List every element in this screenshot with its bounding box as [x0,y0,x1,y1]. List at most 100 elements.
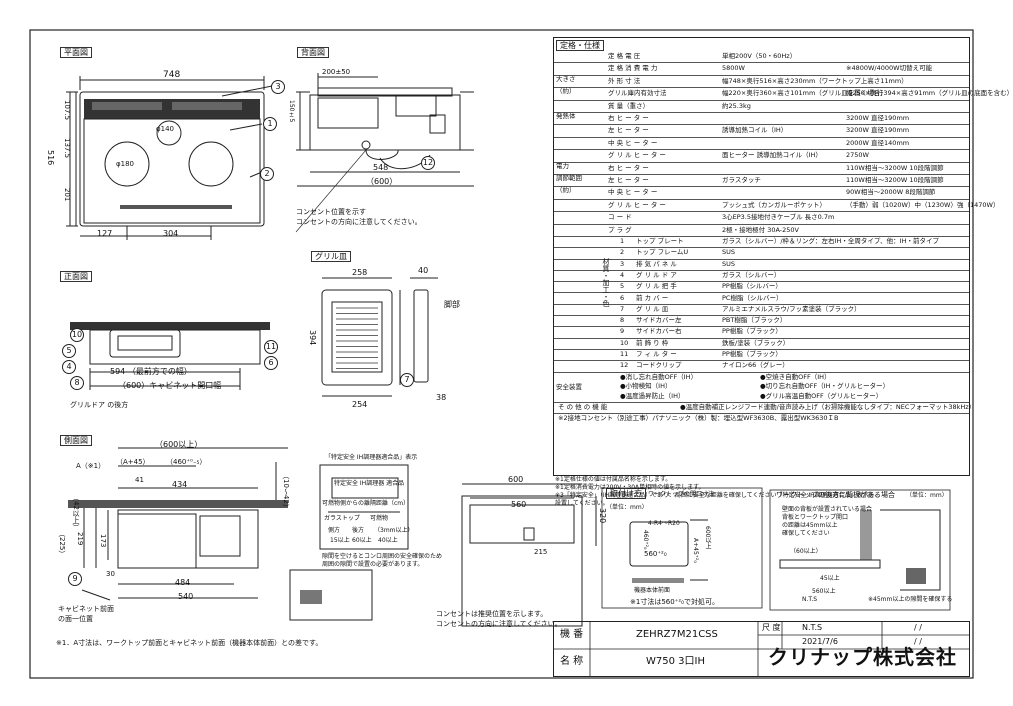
material-spec: PC樹脂（シルバー） [722,293,783,302]
spec-value [722,137,844,149]
callout-2: 2 [260,167,274,181]
note-line: 設置してください。 [555,500,609,507]
spec-value: 誘導加熱コイル（IH） [722,126,788,135]
spec-key: グ リ ル ヒ ー タ ー [608,151,666,160]
side-view-title: 側面図 [60,435,92,446]
material-part: 前 飾 り 枠 [636,338,669,347]
front-door-note: グリルドア の後方 [70,401,129,409]
spec-value-2 [846,100,968,112]
material-part: コードクリップ [636,361,682,370]
spec-value [722,112,844,124]
back-dim-opening: （600） [366,177,398,186]
plan-burner-left [104,141,150,187]
cab-dim-inner: 560 [511,500,527,509]
spec-group [556,211,584,223]
cutout-w560: 560⁺²₀ [644,550,667,558]
side-dim-434: 434 [172,480,188,489]
spec-row: 大きさ外 形 寸 法幅748×奥行516×高さ230mm（ワークトップ上高さ11… [554,75,969,89]
back-note-1: コンセント位置を示す [296,208,366,216]
regulator-line: 後方 [352,527,365,534]
spec-value-2: ※4800W/4000W切替え可能 [846,64,933,73]
callout-1: 1 [263,117,277,131]
regulator-line: 特定安全 IH調理器 適合品 [334,480,405,487]
cutout-subtitle: ワークトップの開口寸法 [648,491,715,498]
regulator-line: 15以上 [330,537,350,544]
grill-dim-side: 40 [418,266,429,275]
material-spec: PP樹脂（ブラック） [722,350,782,358]
material-part: 前 カ バ ー [636,293,669,302]
title-block-grid [554,622,969,676]
company-name: クリナップ株式会社 [768,645,957,669]
callout-11: 11 [264,340,278,354]
material-no: 8 [620,316,625,325]
side-dim-225: （225） [58,530,66,558]
note-line: ※1定格消費電力は200V・30A単相時の値を示します。 [555,484,705,491]
date: 2021/7/6 [802,637,838,646]
wall-item: 壁面の背板が設置されている場合 [782,506,872,513]
regulator-title: 「特定安全 IH調理器適合品」表示 [325,454,418,461]
side-dim-460: （460⁺⁰₋₅） [166,458,207,466]
spec-group: 電力 [556,161,569,170]
spec-value: 幅748×奥行516×高さ230mm（ワークトップ上高さ11mm） [722,76,908,85]
callout-10: 10 [70,328,84,342]
model-number: ZEHRZ7M21CSS [636,629,718,640]
spec-key: 左 ヒ ー タ ー [608,126,649,135]
spec-value-2: 110W相当～3200W 10段階調節 [846,176,944,184]
back-view-title: 背面図 [297,47,329,58]
spec-group [556,224,584,236]
cutout-unit: （単位：mm） [606,504,648,511]
spec-value [722,162,844,174]
spec-value-2 [846,211,968,223]
grill-dim-depth: 394 [308,330,317,346]
grill-dim-bottom-h: 38 [436,393,447,402]
callout-5: 5 [62,344,76,358]
regulator-line: ガラストップ [324,515,360,522]
spec-value: 面ヒーター 誘導加熱コイル（IH） [722,151,822,160]
cutout-outline [629,521,689,567]
safety-item: ●小物検知（IH） [620,382,672,391]
cab-dim-depth: 320 [598,508,607,524]
misc-key: そ の 他 の 機 能 [558,402,608,411]
material-part: サイドカバー左 [636,316,682,325]
wall-title: ワークトップの後方に背板がある場合 [776,491,895,499]
side-dim-219: 219 [76,532,84,546]
plan-dim-pitch: 304 [163,229,179,238]
spec-group [556,149,584,161]
side-dim-484: 484 [175,578,191,587]
safety-item: ●空焼き自動OFF（IH） [760,372,831,381]
outlet-row: ※2接地コンセント（別途工事）パナソニック（株）製：埋込型WF3630B、露出型… [554,413,969,424]
spec-key: 質 量（重さ） [608,101,650,110]
spec-key: 中 央 ヒ ー タ ー [608,188,658,197]
side-dim-540: 540 [178,592,194,601]
scale-label: 尺 度 [762,623,781,632]
spec-group [556,62,584,74]
spec-value-2: 2000W 直径140mm [846,138,910,147]
regulator-line: 周囲の隙間で設置の必要があります。 [322,561,424,568]
outlet-note: ※2接地コンセント（別途工事）パナソニック（株）製：埋込型WF3630B、露出型… [558,413,839,422]
spec-value: 幅220×奥行360×高さ101mm（グリル皿を置く場合） [722,89,887,98]
material-spec: ガラス（シルバー）/枠＆リング：左右IH・全周タイプ、他：IH・前タイプ [722,237,939,245]
wall-scale: N.T.S [802,596,818,603]
wall-dim-60: （60以上） [790,548,822,555]
material-part: トップ フレームU [636,248,689,257]
spec-row: グ リ ル ヒ ー タ ープッシュ式（カンガルーポケット）（手動）弱（1020W… [554,199,999,213]
scale-value: N.T.S [802,623,823,632]
safety-item: ●グリル高温自動OFF（グリルヒーター） [760,391,883,400]
plan-dim-width: 748 [163,70,181,80]
spec-row: グ リ ル ヒ ー タ ー面ヒーター 誘導加熱コイル（IH）2750W [554,149,969,163]
material-spec: ガラス（シルバー） [722,270,781,279]
spec-group: （約） [556,87,576,96]
wall-unit: （単位：mm） [906,492,948,499]
spec-value: 2極・接地極付 30A-250V [722,225,799,234]
regulator-line: 40以上 [378,537,398,544]
grill-grate [331,301,383,373]
wall-dim-45: 45以上 [820,575,840,582]
material-no: 12 [620,361,629,370]
material-part: トップ プレート [636,237,684,245]
back-note-2: コンセントの方向に注意してください。 [296,218,422,226]
side-cab-note-1: キャビネット前面 [58,605,114,613]
material-part: グ リ ル 皿 [636,304,669,313]
